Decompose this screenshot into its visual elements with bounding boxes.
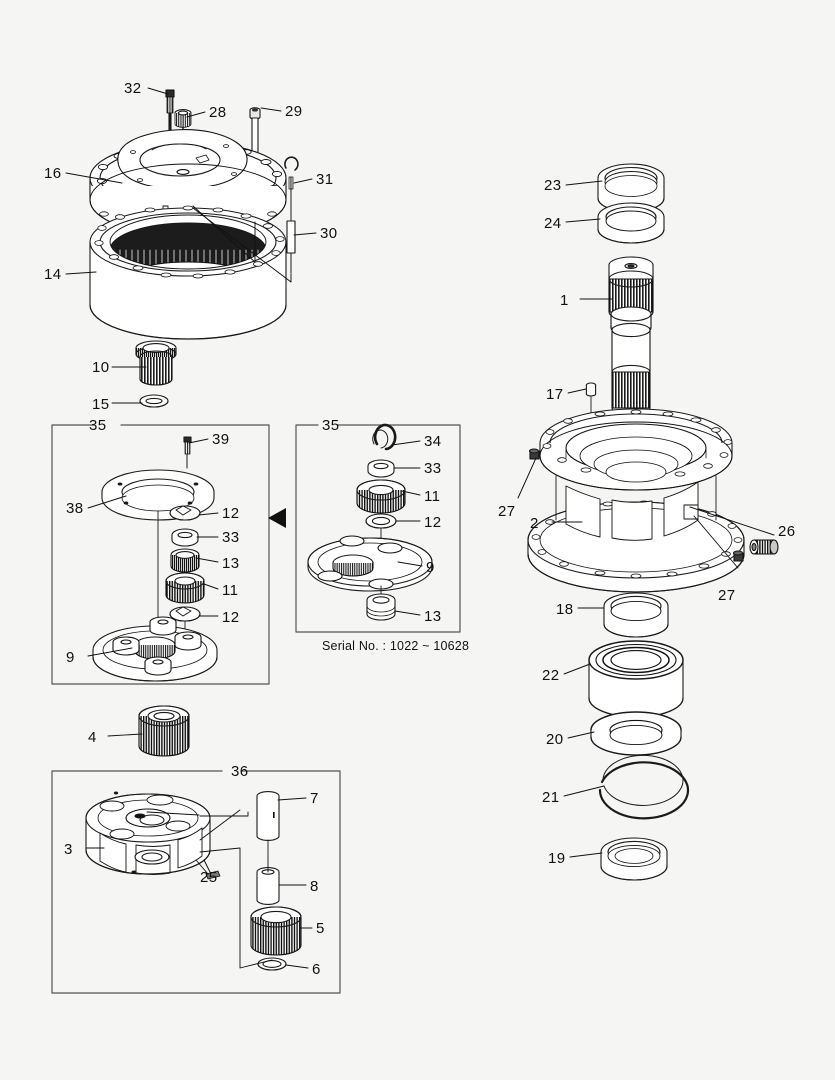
part-25-key	[205, 870, 221, 880]
callout-label-3: 3	[64, 841, 73, 858]
part-39-bolt	[183, 436, 192, 469]
callout-label-34: 34	[424, 433, 442, 450]
part-13-needle-bearing	[170, 548, 200, 573]
callout-label-21: 21	[542, 789, 560, 806]
callout-label-12-lower: 12	[222, 609, 240, 626]
callout-label-18: 18	[556, 601, 574, 618]
callout-label-25: 25	[200, 869, 218, 886]
part-20-thrust-washer	[590, 711, 682, 756]
callout-label-33-a: 33	[222, 529, 240, 546]
part-13-bushing-b	[366, 585, 396, 621]
callout-label-16: 16	[44, 165, 62, 182]
group-box-35a	[51, 424, 270, 685]
variant-pointer-triangle	[268, 508, 286, 528]
part-27-plug-left	[528, 448, 540, 460]
part-9-carrier-b	[307, 535, 433, 592]
part-22-ball-bearing	[588, 640, 684, 718]
callout-label-13-b: 13	[424, 608, 442, 625]
part-12-washer-b	[365, 513, 397, 547]
part-11-gear-b	[356, 479, 406, 514]
callout-label-6: 6	[312, 961, 321, 978]
part-2-main-housing	[527, 408, 745, 593]
callout-label-20: 20	[546, 731, 564, 748]
part-38-flange	[101, 469, 215, 642]
part-33-bushing	[171, 528, 199, 547]
group-box-35b	[295, 424, 461, 633]
part-12-washer-upper	[169, 505, 201, 521]
callout-label-9-a: 9	[66, 649, 75, 666]
callout-label-7: 7	[310, 790, 319, 807]
part-1-shaft	[608, 256, 654, 416]
callout-label-38: 38	[66, 500, 84, 517]
part-11-gear	[165, 572, 205, 604]
callout-label-13-a: 13	[222, 555, 240, 572]
callout-label-27-right: 27	[718, 587, 736, 604]
group-label-35b: 35	[322, 417, 340, 434]
serial-number-note: Serial No. : 1022 ~ 10628	[322, 639, 470, 653]
callout-label-8: 8	[310, 878, 319, 895]
callout-label-17: 17	[546, 386, 564, 403]
callout-label-32: 32	[124, 80, 142, 97]
part-12-washer-lower	[169, 606, 201, 636]
part-9-carrier-a	[92, 616, 218, 682]
callout-label-19: 19	[548, 850, 566, 867]
part-31-30-dipstick	[284, 156, 299, 274]
part-26-threaded-plug	[749, 539, 779, 555]
group-label-36: 36	[231, 763, 249, 780]
callout-label-39: 39	[212, 431, 230, 448]
callout-label-10: 10	[92, 359, 110, 376]
callout-label-29: 29	[285, 103, 303, 120]
callout-label-15: 15	[92, 396, 110, 413]
part-27-plug-right	[732, 550, 744, 562]
part-6-ring	[257, 957, 287, 971]
part-8-bushing	[256, 867, 280, 905]
part-7-pin	[256, 791, 280, 859]
callout-label-24: 24	[544, 215, 562, 232]
callout-label-27-left: 27	[498, 503, 516, 520]
callout-label-11-b: 11	[424, 488, 441, 505]
part-5-gear	[250, 906, 302, 956]
callout-label-11-a: 11	[222, 582, 239, 599]
part-4-gear	[138, 705, 190, 757]
part-15-washer	[139, 394, 169, 408]
part-19-oil-seal	[600, 837, 668, 881]
group-label-35a: 35	[89, 417, 107, 434]
callout-label-33-b: 33	[424, 460, 442, 477]
part-3-carrier-housing	[85, 791, 211, 875]
callout-label-9-b: 9	[426, 559, 435, 576]
part-18-seal-ring	[603, 592, 669, 638]
callout-label-26: 26	[778, 523, 796, 540]
group-box-36	[51, 770, 341, 994]
part-14-ring-gear	[89, 205, 287, 340]
callout-label-23: 23	[544, 177, 562, 194]
callout-label-2: 2	[530, 515, 539, 532]
callout-label-31: 31	[316, 171, 334, 188]
callout-label-28: 28	[209, 104, 227, 121]
callout-label-30: 30	[320, 225, 338, 242]
callout-label-12-upper: 12	[222, 505, 240, 522]
callout-label-5: 5	[316, 920, 325, 937]
part-23-bearing-race	[597, 163, 665, 213]
callout-label-14: 14	[44, 266, 62, 283]
part-33-bushing-b	[367, 459, 395, 478]
callout-label-4: 4	[88, 729, 97, 746]
callout-label-12-b: 12	[424, 514, 442, 531]
part-24-bearing-race	[597, 202, 665, 244]
part-21-snap-ring	[598, 754, 690, 820]
callout-label-1: 1	[560, 292, 569, 309]
callout-label-22: 22	[542, 667, 560, 684]
part-10-bearing	[135, 340, 177, 386]
